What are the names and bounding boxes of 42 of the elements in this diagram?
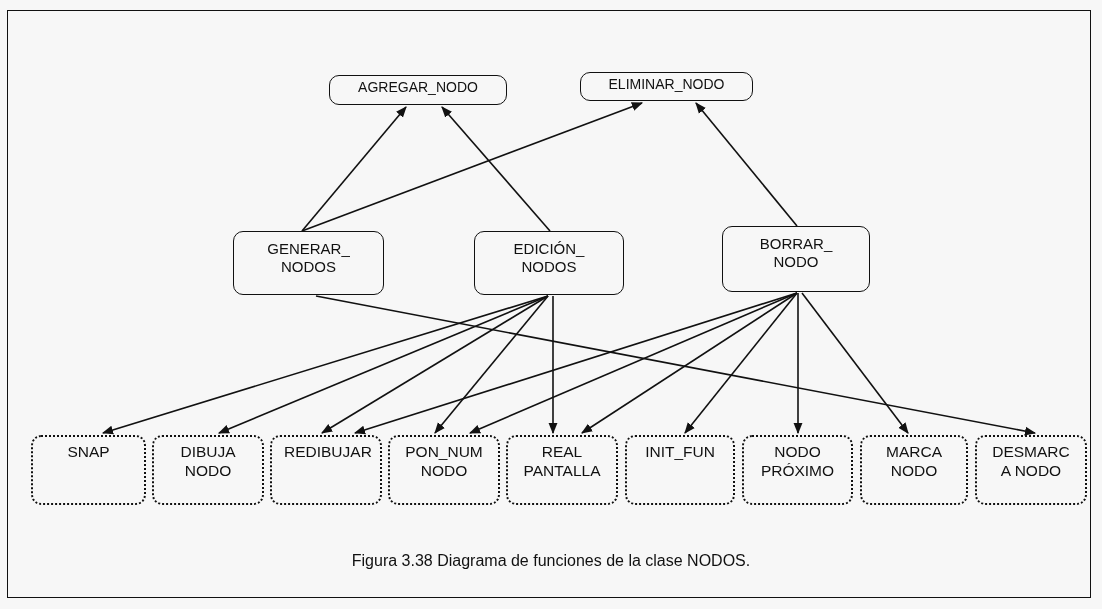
node-label: DESMARC A NODO — [991, 443, 1071, 481]
arrow — [793, 292, 803, 435]
function-box — [625, 435, 735, 505]
figure-caption: Figura 3.38 Diagrama de funciones de la clase NODOS. — [351, 552, 751, 569]
function-box — [506, 435, 618, 505]
node-label: BORRAR_ NODO — [758, 235, 834, 271]
arrow — [695, 102, 798, 227]
arrow — [315, 295, 1037, 436]
node-label: EDICIÓN_ NODOS — [512, 240, 586, 276]
arrow — [321, 295, 549, 434]
arrow — [684, 292, 798, 434]
node-label: ELIMINAR_NODO — [607, 76, 726, 93]
node-label: INIT_FUN — [644, 443, 716, 462]
arrow — [301, 106, 407, 232]
arrow — [301, 102, 644, 232]
function-box — [31, 435, 146, 505]
function-box — [742, 435, 853, 505]
arrow — [434, 295, 549, 434]
arrow — [217, 295, 549, 434]
node-label: PON_NUM NODO — [404, 443, 484, 481]
function-box — [388, 435, 500, 505]
function-box — [975, 435, 1087, 505]
arrow — [581, 292, 798, 434]
class-box — [233, 231, 384, 295]
arrow — [548, 295, 558, 435]
node-label: AGREGAR_NODO — [357, 79, 479, 96]
node-label: MARCA NODO — [885, 443, 943, 481]
function-box — [270, 435, 382, 505]
class-box — [329, 75, 507, 105]
node-label: GENERAR_ NODOS — [266, 240, 351, 276]
arrow — [801, 292, 909, 434]
function-box — [860, 435, 968, 505]
arrow — [441, 106, 551, 232]
class-box — [580, 72, 753, 101]
node-label: DIBUJA NODO — [179, 443, 237, 481]
node-label: REAL PANTALLA — [522, 443, 602, 481]
node-label: NODO PRÓXIMO — [759, 443, 836, 481]
arrow — [468, 292, 798, 434]
node-label: SNAP — [66, 443, 111, 462]
function-box — [152, 435, 264, 505]
class-box — [722, 226, 870, 292]
class-box — [474, 231, 624, 295]
